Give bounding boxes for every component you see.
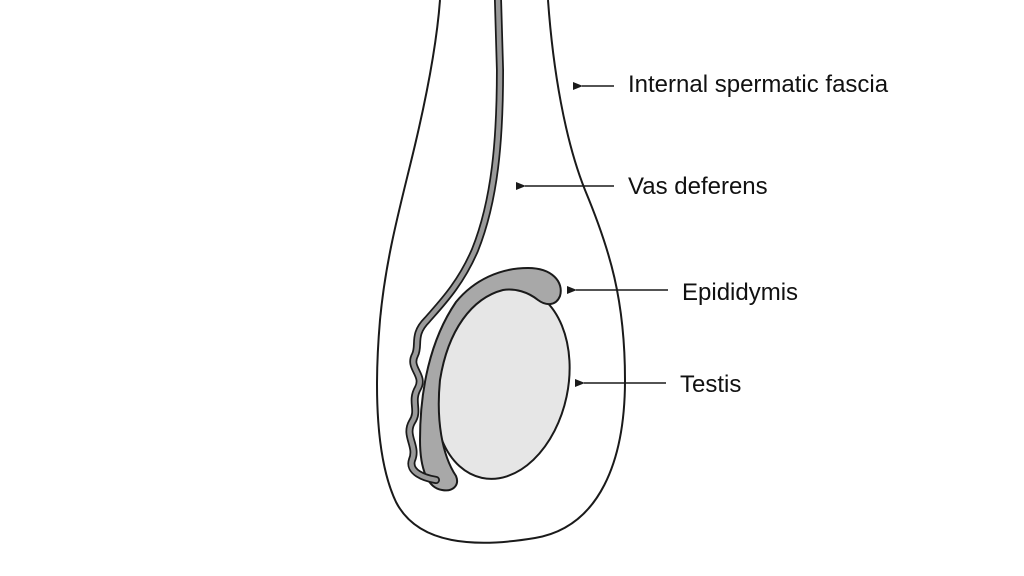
epididymis-shape [418,266,562,492]
label-vas-deferens: Vas deferens [628,173,768,200]
label-epididymis: Epididymis [682,279,799,306]
label-internal-spermatic-fascia: Internal spermatic fascia [628,71,889,98]
label-testis: Testis [680,371,742,398]
vas-deferens-shape [407,0,503,483]
